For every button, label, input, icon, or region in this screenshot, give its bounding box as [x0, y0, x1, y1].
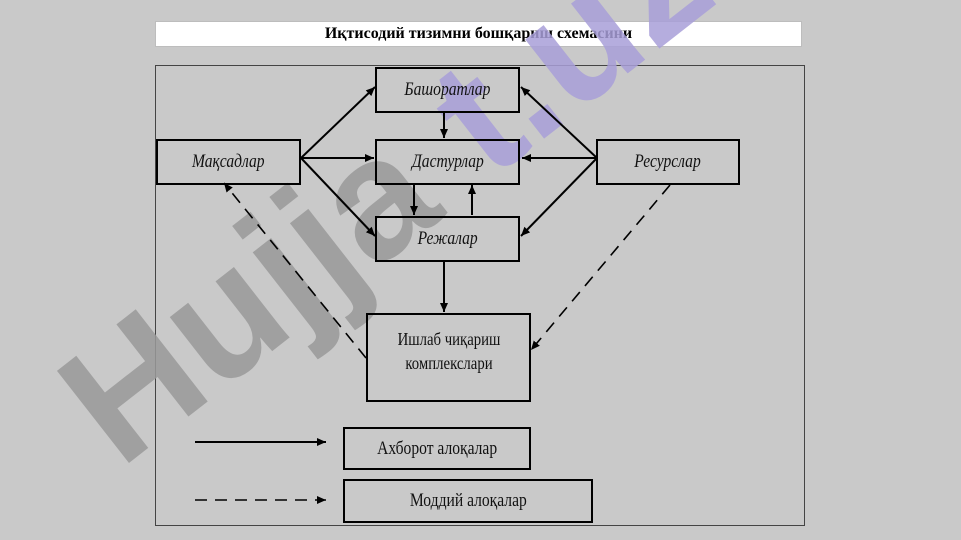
node-ishlab-chiqarish: Ишлаб чиқариш комплекслари [366, 313, 531, 402]
dashed-resurs-ishlab [530, 184, 671, 351]
diagram-frame [155, 65, 805, 526]
dashed-ishlab-maqsad [223, 182, 367, 359]
arrow-maqsad-bashorat [300, 86, 376, 159]
legend-material-links: Моддий алоқалар [343, 479, 593, 523]
arrow-maqsad-reja [300, 157, 376, 237]
legend-information-links: Ахборот алоқалар [343, 427, 531, 470]
node-resurslar: Ресурслар [596, 139, 740, 185]
node-dasturlar: Дастурлар [375, 139, 520, 185]
node-bashoratlar: Башоратлар [375, 67, 520, 113]
node-rejalar: Режалар [375, 216, 520, 262]
arrow-resurs-reja [520, 157, 598, 237]
slide-title: Иқтисодий тизимни бошқариш схемасини [155, 21, 802, 47]
node-maqsadlar: Мақсадлар [156, 139, 301, 185]
arrow-resurs-bashorat [520, 86, 598, 159]
